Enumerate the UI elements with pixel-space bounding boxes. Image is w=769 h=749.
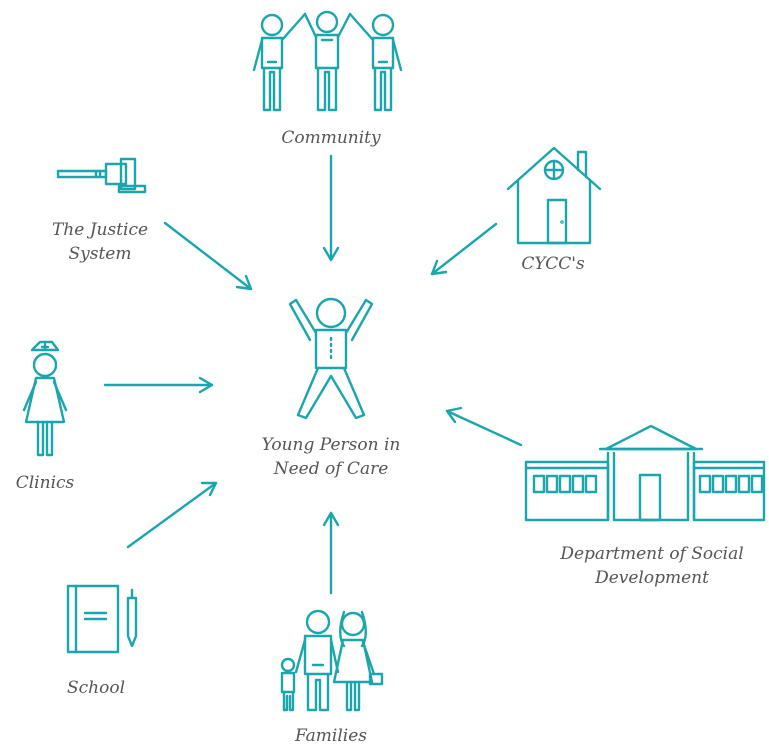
community-label: Community xyxy=(281,128,381,148)
justice-label-line2: System xyxy=(68,244,132,264)
arrow-school xyxy=(126,481,218,549)
gavel-icon xyxy=(56,157,147,194)
community-icon xyxy=(252,10,403,112)
arrow-families xyxy=(322,511,340,595)
young-person-icon xyxy=(288,297,374,420)
arrow-justice xyxy=(163,221,253,291)
clinics-label: Clinics xyxy=(15,473,75,493)
cycc-label: CYCC's xyxy=(521,254,585,274)
nurse-icon xyxy=(22,340,68,457)
dsd-label-line2: Development xyxy=(595,568,709,588)
arrow-dsd xyxy=(445,406,523,447)
arrow-community xyxy=(322,154,340,262)
dsd-label-line1: Department of Social xyxy=(560,544,744,564)
justice-label: The Justice System xyxy=(30,218,170,266)
notebook-icon xyxy=(66,584,138,654)
center-label-line1: Young Person in xyxy=(261,435,401,455)
justice-label-line1: The Justice xyxy=(51,220,149,240)
center-label-line2: Need of Care xyxy=(273,459,389,479)
arrow-cycc xyxy=(430,222,498,276)
government-building-icon xyxy=(524,424,766,522)
families-label: Families xyxy=(295,726,367,746)
house-icon xyxy=(506,146,602,245)
center-label: Young Person in Need of Care xyxy=(236,433,426,481)
school-label: School xyxy=(66,678,126,698)
family-icon xyxy=(280,609,384,712)
dsd-label: Department of Social Development xyxy=(535,542,769,590)
arrow-clinics xyxy=(103,376,214,394)
